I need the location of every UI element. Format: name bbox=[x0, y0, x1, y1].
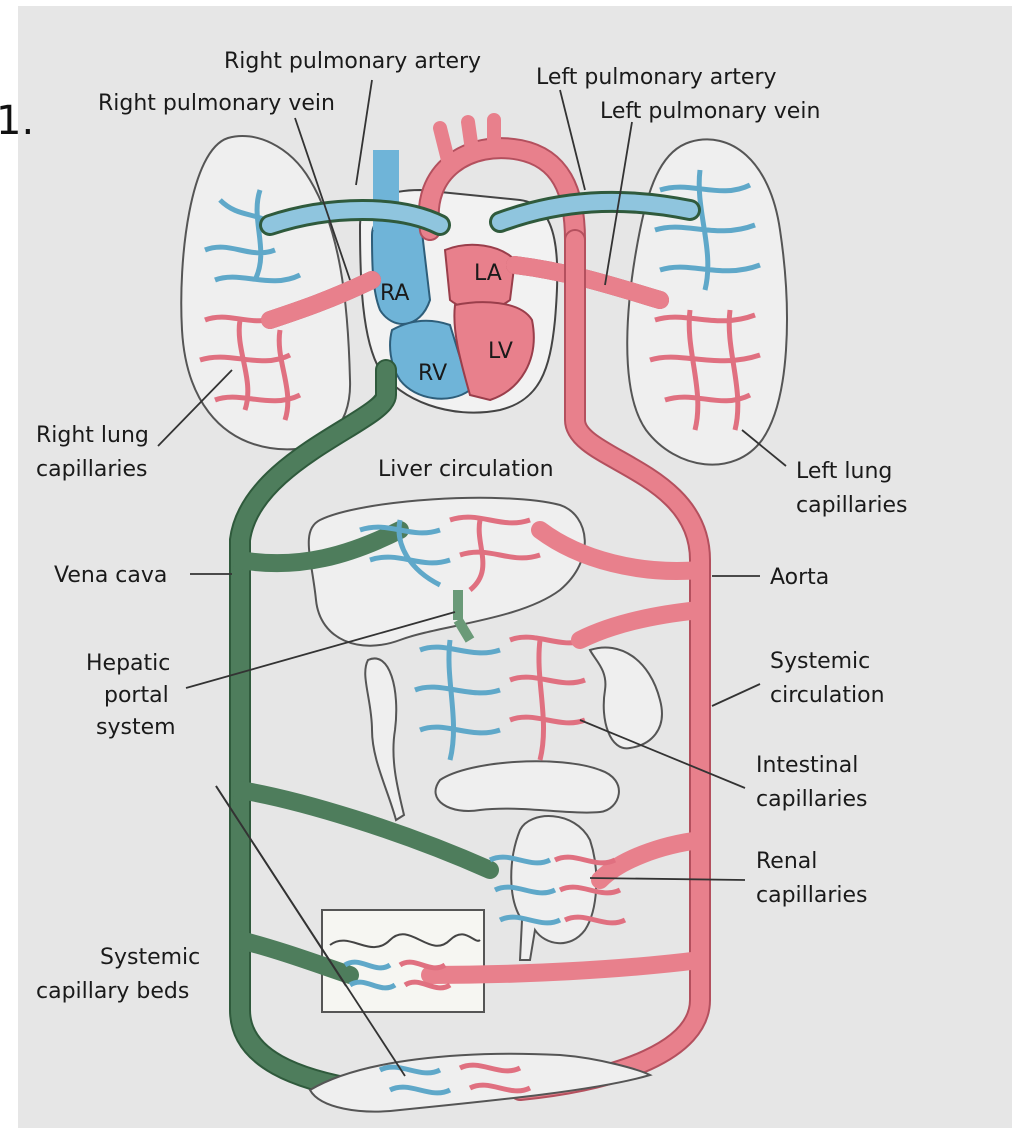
label-left-pulmonary-vein: Left pulmonary vein bbox=[600, 99, 820, 124]
label-renal-capillaries-line1: Renal bbox=[756, 849, 817, 874]
label-right-pulmonary-artery: Right pulmonary artery bbox=[224, 49, 481, 74]
label-systemic-capillary-beds-line2: capillary beds bbox=[36, 979, 189, 1004]
label-systemic-capillary-beds-line1: Systemic bbox=[100, 945, 200, 970]
label-right-pulmonary-vein: Right pulmonary vein bbox=[98, 91, 335, 116]
label-hepatic-portal-line2: portal bbox=[104, 683, 169, 708]
chamber-label-ra: RA bbox=[380, 281, 409, 306]
label-left-lung-capillaries-line2: capillaries bbox=[796, 493, 908, 518]
label-systemic-circulation-line1: Systemic bbox=[770, 649, 870, 674]
chamber-label-la: LA bbox=[474, 261, 502, 286]
chamber-label-lv: LV bbox=[488, 339, 513, 364]
label-hepatic-portal-line1: Hepatic bbox=[86, 651, 170, 676]
label-renal-capillaries-line2: capillaries bbox=[756, 883, 868, 908]
label-left-lung-capillaries-line1: Left lung bbox=[796, 459, 892, 484]
label-left-pulmonary-artery: Left pulmonary artery bbox=[536, 65, 777, 90]
label-hepatic-portal-line3: system bbox=[96, 715, 176, 740]
figure-number-fragment: 1. bbox=[0, 98, 34, 144]
chamber-label-rv: RV bbox=[418, 361, 447, 386]
label-right-lung-capillaries-line2: capillaries bbox=[36, 457, 148, 482]
label-vena-cava: Vena cava bbox=[54, 563, 167, 588]
label-systemic-circulation-line2: circulation bbox=[770, 683, 885, 708]
label-intestinal-capillaries-line2: capillaries bbox=[756, 787, 868, 812]
label-aorta: Aorta bbox=[770, 565, 829, 590]
label-right-lung-capillaries-line1: Right lung bbox=[36, 423, 149, 448]
label-intestinal-capillaries-line1: Intestinal bbox=[756, 753, 858, 778]
label-liver-circulation: Liver circulation bbox=[378, 457, 554, 482]
